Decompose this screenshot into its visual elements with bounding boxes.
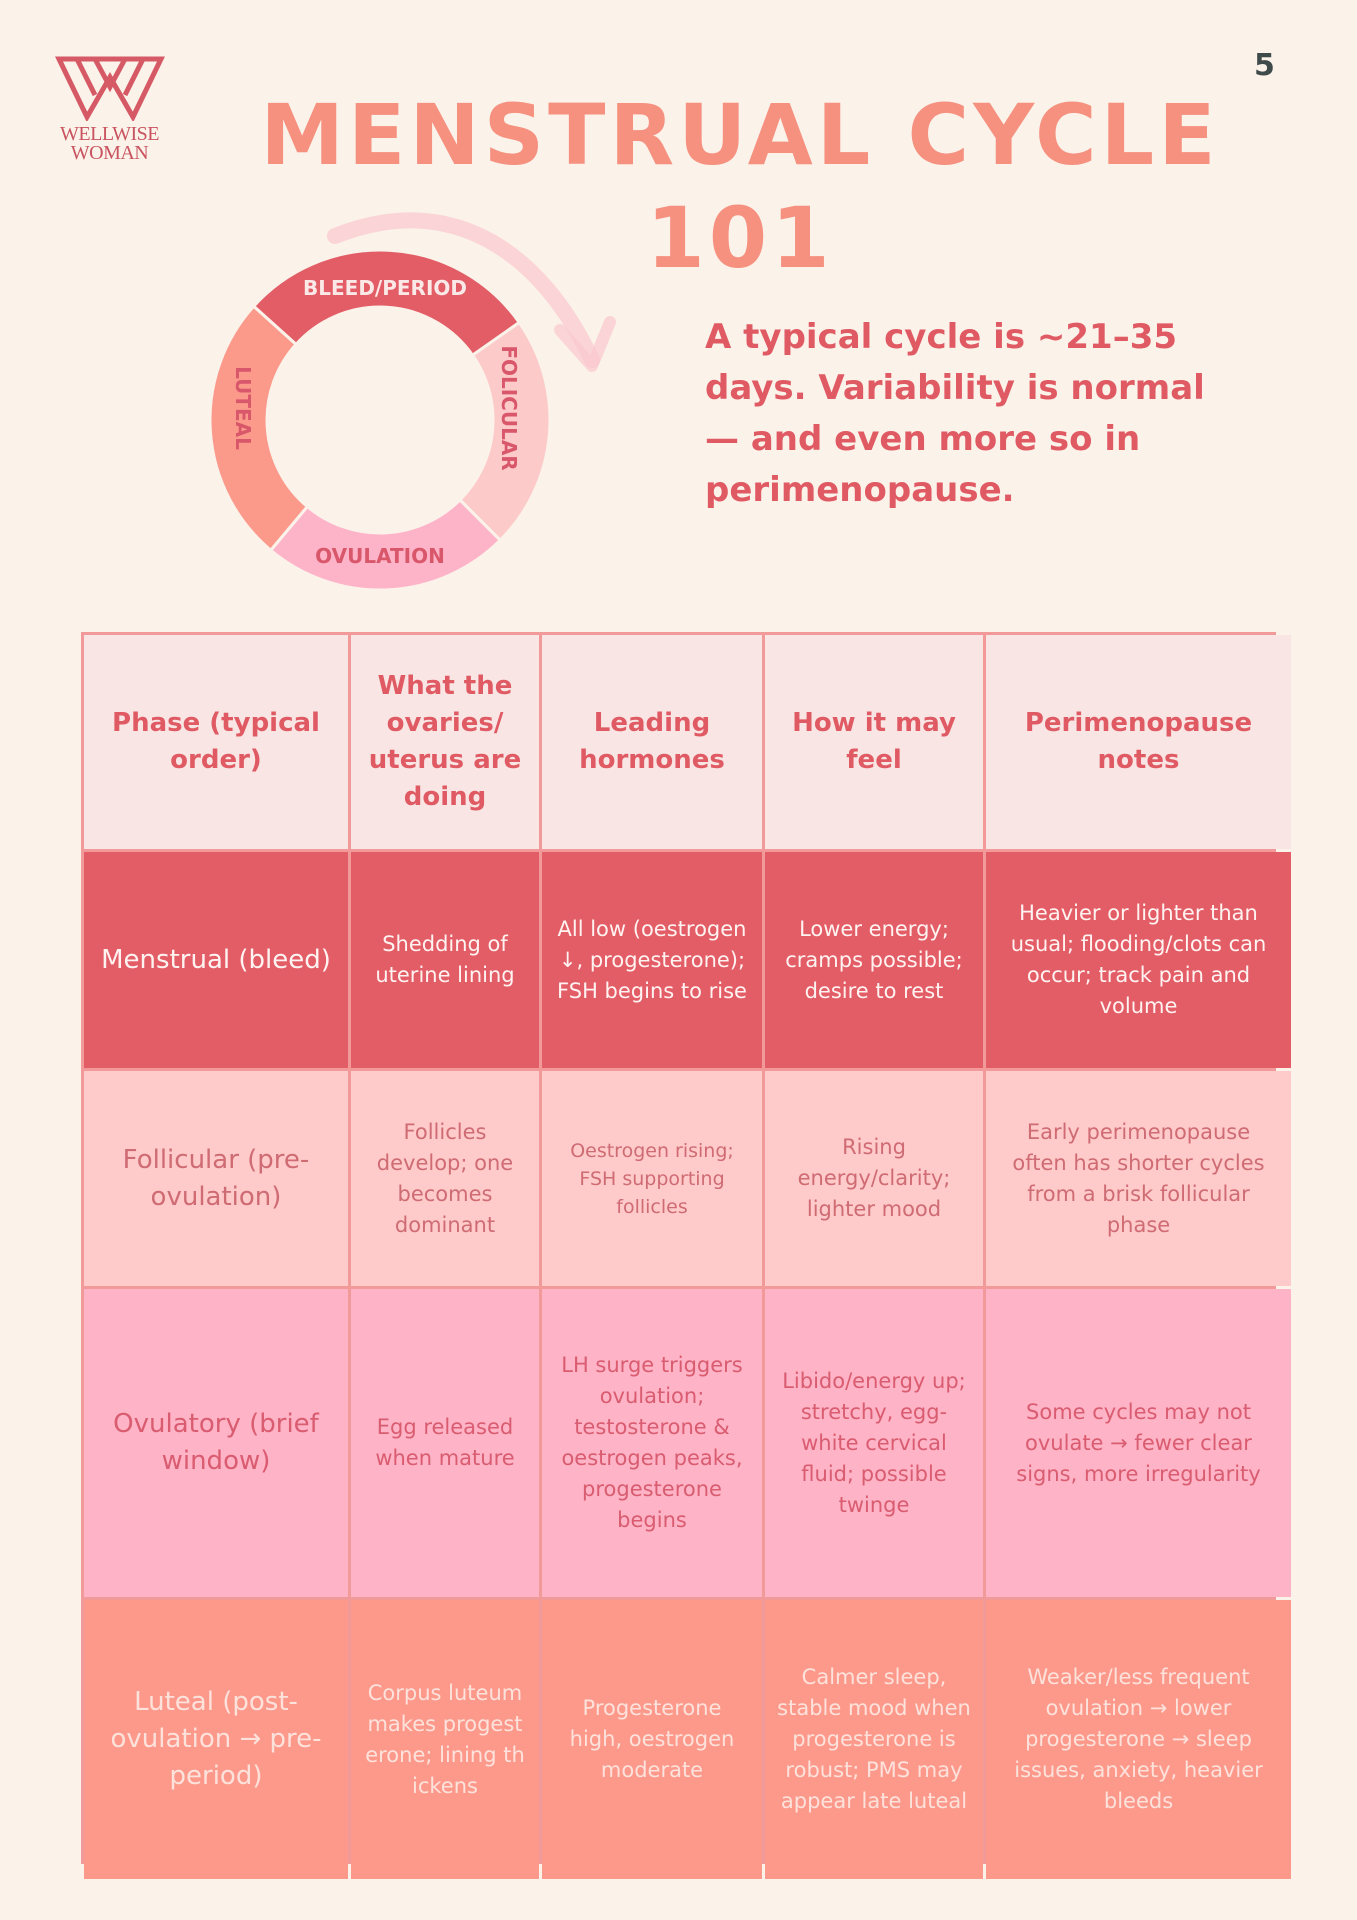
table-header: Phase (typical order) xyxy=(84,635,348,849)
table-cell-phase: Menstrual (bleed) xyxy=(84,852,348,1068)
table-cell: Oestrogen rising; FSH supporting follicl… xyxy=(542,1071,762,1286)
table-cell: Rising energy/clarity; lighter mood xyxy=(765,1071,983,1286)
table-header: What the ovaries/ uterus are doing xyxy=(351,635,539,849)
cycle-length-note: A typical cycle is ~21–35 days. Variabil… xyxy=(705,317,1205,510)
phase-table: Phase (typical order) What the ovaries/ … xyxy=(81,632,1291,1879)
cycle-label-folicular: FOLICULAR xyxy=(497,345,521,470)
brand-name-line2: WOMAN xyxy=(70,142,149,164)
cycle-label-luteal: LUTEAL xyxy=(231,366,255,450)
table-cell: Corpus luteum makes progesterone; lining… xyxy=(351,1600,539,1879)
cycle-segment-ovulation xyxy=(268,497,503,592)
cycle-label-bleed: BLEED/PERIOD xyxy=(303,276,467,300)
table-cell: Lower energy; cramps possible; desire to… xyxy=(765,852,983,1068)
table-cell: Early perimenopause often has shorter cy… xyxy=(986,1071,1291,1286)
table-cell-phase: Ovulatory (brief window) xyxy=(84,1289,348,1597)
table-cell: Shedding of uterine lining xyxy=(351,852,539,1068)
table-cell: Weaker/less frequent ovulation → lower p… xyxy=(986,1600,1291,1879)
table-cell: Progesterone high, oestrogen moderate xyxy=(542,1600,762,1879)
w-logo-icon xyxy=(54,56,165,123)
page-title-line1: MENSTRUAL CYCLE xyxy=(260,86,1220,184)
table-cell: Follicles develop; one becomes dominant xyxy=(351,1071,539,1286)
table-header: How it may feel xyxy=(765,635,983,849)
cycle-segment-bleed xyxy=(251,248,522,358)
table-header: Perimenopause notes xyxy=(986,635,1291,849)
table-header: Leading hormones xyxy=(542,635,762,849)
table-cell: All low (oestrogen ↓, progesterone); FSH… xyxy=(542,852,762,1068)
cycle-arrow-icon xyxy=(327,212,600,368)
table-cell: Heavier or lighter than usual; flooding/… xyxy=(986,852,1291,1068)
table-cell: Calmer sleep, stable mood when progester… xyxy=(765,1600,983,1879)
table-cell: LH surge triggers ovulation; testosteron… xyxy=(542,1289,762,1597)
brand-logo: WELLWISE WOMAN xyxy=(52,55,167,163)
cycle-arrowhead-icon xyxy=(554,316,616,372)
table-cell: Egg released when mature xyxy=(351,1289,539,1597)
page-number: 5 xyxy=(1254,48,1275,83)
cycle-segment-luteal xyxy=(208,304,310,553)
brand-name-line1: WELLWISE xyxy=(60,123,159,145)
table-cell-phase: Follicular (pre-ovulation) xyxy=(84,1071,348,1286)
table-cell: Some cycles may not ovulate → fewer clea… xyxy=(986,1289,1291,1597)
cycle-diagram: BLEED/PERIOD FOLICULAR OVULATION LUTEAL xyxy=(208,212,616,592)
cycle-label-ovulation: OVULATION xyxy=(315,544,445,568)
table-cell-phase: Luteal (post-ovulation → pre-period) xyxy=(84,1600,348,1879)
table-cell: Libido/energy up; stretchy, egg-white ce… xyxy=(765,1289,983,1597)
page-title-line2: 101 xyxy=(646,189,834,287)
